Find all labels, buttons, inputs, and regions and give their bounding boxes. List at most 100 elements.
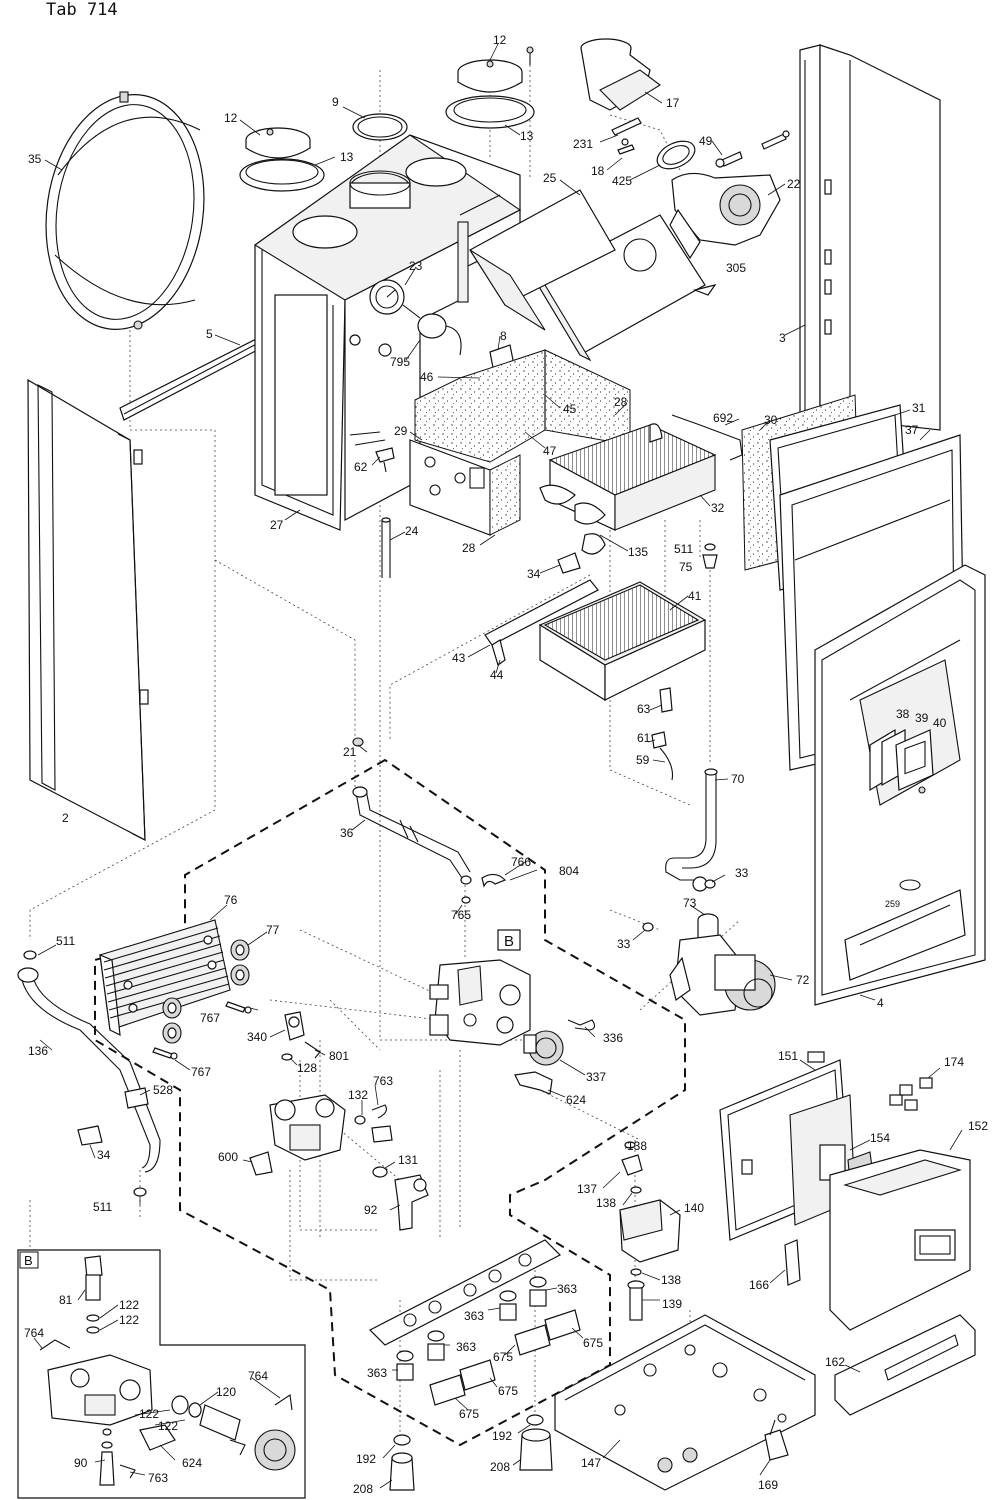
control-box-152	[829, 1149, 971, 1331]
callout-122: 122	[119, 1313, 139, 1327]
callout-425: 425	[612, 174, 632, 188]
callout-169: 169	[758, 1478, 778, 1492]
callout-22: 22	[787, 177, 801, 191]
clip-34-top	[557, 552, 581, 574]
o-ring-33b	[642, 922, 654, 932]
pipe-136	[17, 967, 161, 1173]
callout-151: 151	[778, 1049, 798, 1063]
callout-138: 138	[596, 1196, 616, 1210]
callout-63: 63	[637, 702, 651, 716]
electrode-63	[659, 687, 673, 713]
pipe-70	[665, 768, 718, 892]
callout-40: 40	[933, 716, 947, 730]
callout-763: 763	[148, 1471, 168, 1485]
o-ring-138-top	[624, 1141, 636, 1149]
callout-labels: 12 9 12 13 13 35 17 231 18 425 49 22 25 …	[24, 33, 988, 1496]
burner-assembly	[484, 579, 707, 702]
callout-147: 147	[581, 1456, 601, 1470]
callout-137: 137	[577, 1182, 597, 1196]
callout-72: 72	[796, 973, 810, 987]
callout-624: 624	[182, 1456, 202, 1470]
clip-336	[567, 1019, 596, 1031]
flue-cap-right	[445, 46, 535, 129]
callout-32: 32	[711, 501, 725, 515]
clip-34-bottom	[77, 1125, 103, 1146]
callout-47: 47	[543, 444, 557, 458]
callout-152: 152	[968, 1119, 988, 1133]
callout-340: 340	[247, 1030, 267, 1044]
callout-132: 132	[348, 1088, 368, 1102]
callout-39: 39	[915, 711, 929, 725]
callout-363: 363	[464, 1309, 484, 1323]
callout-208: 208	[353, 1482, 373, 1496]
electrode-61-59	[651, 731, 674, 781]
detail-b-inset: B	[17, 1249, 306, 1499]
callout-766: 766	[511, 855, 531, 869]
callout-511: 511	[56, 934, 75, 948]
callout-162: 162	[825, 1355, 845, 1369]
dhw-pipe-36	[352, 786, 472, 885]
screws-767	[152, 1001, 252, 1060]
callout-34: 34	[97, 1148, 111, 1162]
fitting-137	[621, 1154, 643, 1176]
callout-4: 4	[877, 996, 884, 1010]
callout-33: 33	[735, 866, 749, 880]
callout-59: 59	[636, 753, 650, 767]
callout-337: 337	[586, 1070, 606, 1084]
callout-49: 49	[699, 134, 713, 148]
flue-adaptor	[580, 38, 661, 111]
callout-122: 122	[139, 1407, 159, 1421]
callout-43: 43	[452, 651, 466, 665]
callout-764: 764	[24, 1326, 44, 1340]
screws-231-18	[611, 117, 642, 155]
drain-169	[764, 1413, 789, 1461]
callout-27: 27	[270, 518, 284, 532]
callout-166: 166	[749, 1278, 769, 1292]
callout-37: 37	[905, 423, 919, 437]
callout-801: 801	[329, 1049, 349, 1063]
seal-511-left-top	[23, 950, 37, 960]
seals-77	[162, 939, 250, 1044]
callout-2: 2	[62, 811, 69, 825]
callout-135: 135	[628, 545, 648, 559]
clip-763	[371, 1104, 387, 1119]
callout-363: 363	[456, 1340, 476, 1354]
callout-128: 128	[297, 1061, 317, 1075]
callout-192: 192	[356, 1452, 376, 1466]
callout-511: 511	[93, 1200, 112, 1214]
callout-764: 764	[248, 1369, 268, 1383]
fitting-192-208-left	[389, 1434, 415, 1491]
callout-154: 154	[870, 1131, 890, 1145]
callout-363: 363	[367, 1366, 387, 1380]
fittings-363	[396, 1276, 547, 1381]
callout-139: 139	[662, 1297, 682, 1311]
o-ring-132	[354, 1115, 366, 1125]
callout-675: 675	[459, 1407, 479, 1421]
callout-70: 70	[731, 772, 745, 786]
callout-624: 624	[566, 1093, 586, 1107]
gas-fitting-139	[627, 1280, 645, 1321]
left-side-panel	[27, 378, 149, 842]
fitting-192-208-right	[519, 1414, 553, 1471]
callout-12: 12	[493, 33, 507, 47]
flue-cap-left	[239, 127, 325, 192]
connectors-174	[889, 1077, 933, 1111]
callout-76: 76	[224, 893, 238, 907]
callout-24: 24	[405, 524, 419, 538]
fitting-92	[394, 1174, 429, 1231]
callout-38: 38	[896, 707, 910, 721]
callout-13: 13	[340, 150, 354, 164]
callout-45: 45	[563, 402, 577, 416]
callout-13: 13	[520, 129, 534, 143]
callout-17: 17	[666, 96, 680, 110]
callout-131: 131	[398, 1153, 418, 1167]
seal-75	[702, 543, 718, 569]
terminal-166	[784, 1239, 801, 1286]
callout-136: 136	[28, 1044, 48, 1058]
circulation-pump	[669, 934, 776, 1016]
sensor-wire-692	[671, 414, 743, 461]
screws-49	[715, 130, 790, 168]
callout-77: 77	[266, 923, 280, 937]
mounting-rail	[119, 335, 266, 421]
detail-b-marker: B	[497, 929, 521, 951]
